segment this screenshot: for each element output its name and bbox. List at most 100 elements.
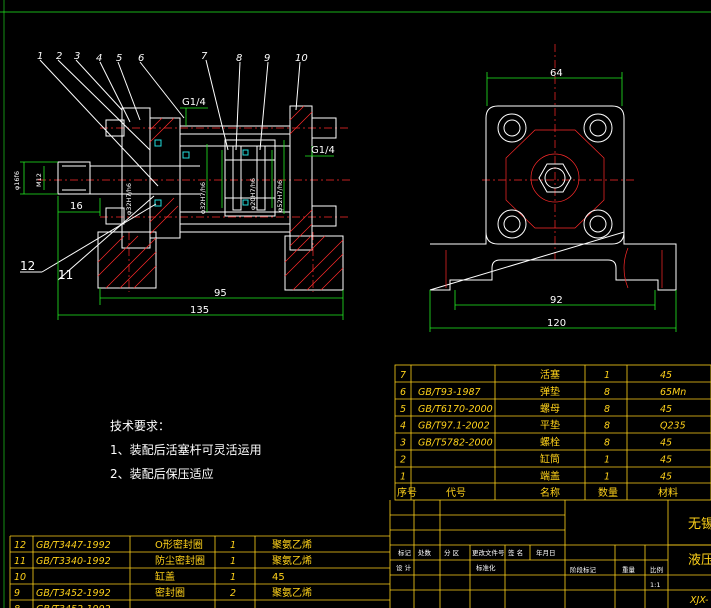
bom-lower-name: O形密封圈 xyxy=(155,538,203,551)
tb-change-no: 更改文件号 xyxy=(472,548,505,557)
bom-upper-qty: 8 xyxy=(604,404,610,415)
bom-upper-qty: 1 xyxy=(604,455,610,466)
bom-header-mat: 材料 xyxy=(658,486,678,499)
bom-upper-no: 1 xyxy=(400,471,406,482)
bom-lower-no: 11 xyxy=(14,556,26,567)
bom-lower-mat: 聚氨乙烯 xyxy=(272,538,312,551)
bom-lower-no: 12 xyxy=(14,540,26,551)
bom-lower-qty: 1 xyxy=(230,540,236,551)
fit-label-4: φ52H7/h6 xyxy=(276,180,284,212)
dim-120: 120 xyxy=(547,318,566,329)
tech-item-2: 2、装配后保压适应 xyxy=(110,466,214,481)
bom-upper-qty: 1 xyxy=(604,471,610,482)
bom-upper-table: 7 活塞 1 45 6 GB/T93-1987 弹垫 8 65Mn 5 GB/T6170-2000 螺… xyxy=(394,364,711,501)
dim-16: 16 xyxy=(70,201,83,212)
bom-upper-code: GB/T93-1987 xyxy=(418,387,481,398)
title-block: 标记 处数 分 区 更改文件号 签 名 年月日 设 计 标准化 阶段标记 重量 … xyxy=(389,500,711,608)
balloon-3: 3 xyxy=(74,51,80,62)
bom-upper-no: 7 xyxy=(400,370,406,381)
tb-zone: 分 区 xyxy=(444,548,460,557)
balloon-12: 12 xyxy=(20,259,35,273)
bom-lower-qty: 1 xyxy=(230,572,236,583)
balloon-10: 10 xyxy=(295,53,308,64)
bom-upper-name: 弹垫 xyxy=(540,385,560,398)
bom-lower-mat: 45 xyxy=(272,572,285,583)
tb-school: 无锡 xyxy=(688,517,711,532)
balloon-5: 5 xyxy=(116,53,122,64)
bom-upper-code: GB/T6170-2000 xyxy=(418,404,493,415)
bom-lower-mat: 聚氨乙烯 xyxy=(272,586,312,599)
bom-lower-no: 8 xyxy=(14,604,20,608)
dim-95: 95 xyxy=(214,288,227,299)
bom-lower-qty: 2 xyxy=(230,588,236,599)
balloon-4: 4 xyxy=(96,53,102,64)
dim-rod-diameter: φ16f6 xyxy=(13,171,21,190)
bom-upper-name: 活塞 xyxy=(540,368,560,381)
bom-lower-no: 9 xyxy=(14,588,20,599)
port-label-right: G1/4 xyxy=(311,145,335,156)
bom-upper-no: 3 xyxy=(400,438,406,449)
dim-thread: M12 xyxy=(35,173,43,187)
tech-title: 技术要求： xyxy=(110,419,170,433)
port-label-top: G1/4 xyxy=(182,97,206,108)
bom-header-qty: 数量 xyxy=(598,486,618,499)
fit-label-2: φ32H7/h6 xyxy=(199,182,207,214)
dim-135: 135 xyxy=(190,305,209,316)
tb-standard: 标准化 xyxy=(476,563,496,572)
bom-lower-code: GB/T3452-1992 xyxy=(36,588,111,599)
tb-sign: 签 名 xyxy=(508,548,523,557)
bom-upper-name: 端盖 xyxy=(540,469,560,482)
end-view: 64 92 120 xyxy=(429,44,677,332)
balloon-9: 9 xyxy=(264,53,270,64)
bom-upper-mat: 45 xyxy=(660,370,672,381)
tb-count: 处数 xyxy=(418,548,432,557)
bom-header-code: 代号 xyxy=(446,487,466,499)
bom-header-no: 序号 xyxy=(397,486,417,499)
bom-header-name: 名称 xyxy=(540,486,560,499)
tb-drawing-no: XJX- xyxy=(689,595,709,606)
fit-label-3: φ20H7/h6 xyxy=(249,178,257,210)
tb-mark: 标记 xyxy=(398,548,412,557)
tb-weight: 重量 xyxy=(622,566,636,574)
bom-upper-name: 螺母 xyxy=(540,403,560,415)
side-view: 1 2 3 4 5 6 7 8 9 10 11 12 G1/4 G1/4 φ32… xyxy=(13,51,350,320)
tb-design: 设 计 xyxy=(396,563,412,572)
balloon-1: 1 xyxy=(37,51,43,62)
bom-upper-no: 5 xyxy=(400,404,406,415)
bom-upper-name: 螺栓 xyxy=(540,436,560,449)
bom-lower-name: 密封圈 xyxy=(155,586,185,599)
bom-lower-code: GB/T3340-1992 xyxy=(36,556,111,567)
bom-upper-qty: 1 xyxy=(604,370,610,381)
dim-92: 92 xyxy=(550,295,563,306)
bom-lower-no: 10 xyxy=(14,572,26,583)
bom-upper-mat: 45 xyxy=(660,471,672,482)
bom-upper-mat: 45 xyxy=(660,438,672,449)
balloon-2: 2 xyxy=(56,51,62,62)
tb-date: 年月日 xyxy=(536,548,556,557)
bom-upper-qty: 8 xyxy=(604,438,610,449)
balloon-6: 6 xyxy=(138,53,144,64)
bom-upper-name: 缸筒 xyxy=(540,453,560,466)
bom-upper-no: 4 xyxy=(400,421,406,432)
bom-lower-name: 缸盖 xyxy=(155,570,175,583)
tb-drawing-name: 液压 xyxy=(688,553,711,568)
tech-item-1: 1、装配后活塞杆可灵活运用 xyxy=(110,442,262,457)
bom-upper-qty: 8 xyxy=(604,421,610,432)
tb-scale: 比例 xyxy=(650,565,663,574)
bom-upper-mat: 45 xyxy=(660,404,672,415)
bom-upper-no: 2 xyxy=(400,455,406,466)
bom-upper-name: 平垫 xyxy=(540,419,560,432)
bom-upper-mat: Q235 xyxy=(660,421,686,432)
bom-upper-no: 6 xyxy=(400,387,406,398)
balloon-8: 8 xyxy=(236,53,242,64)
bom-lower-qty: 1 xyxy=(230,556,236,567)
bom-lower-mat: 聚氨乙烯 xyxy=(272,554,312,567)
bom-upper-mat: 65Mn xyxy=(660,387,686,398)
bom-lower-code: GB/T3452-1992 xyxy=(36,604,111,608)
tb-stage: 阶段标记 xyxy=(570,565,597,574)
bom-upper-code: GB/T5782-2000 xyxy=(418,438,493,449)
bom-lower-name: 防尘密封圈 xyxy=(155,554,205,567)
bom-upper-code: GB/T97.1-2002 xyxy=(418,421,490,432)
tb-scale-value: 1:1 xyxy=(650,581,660,589)
